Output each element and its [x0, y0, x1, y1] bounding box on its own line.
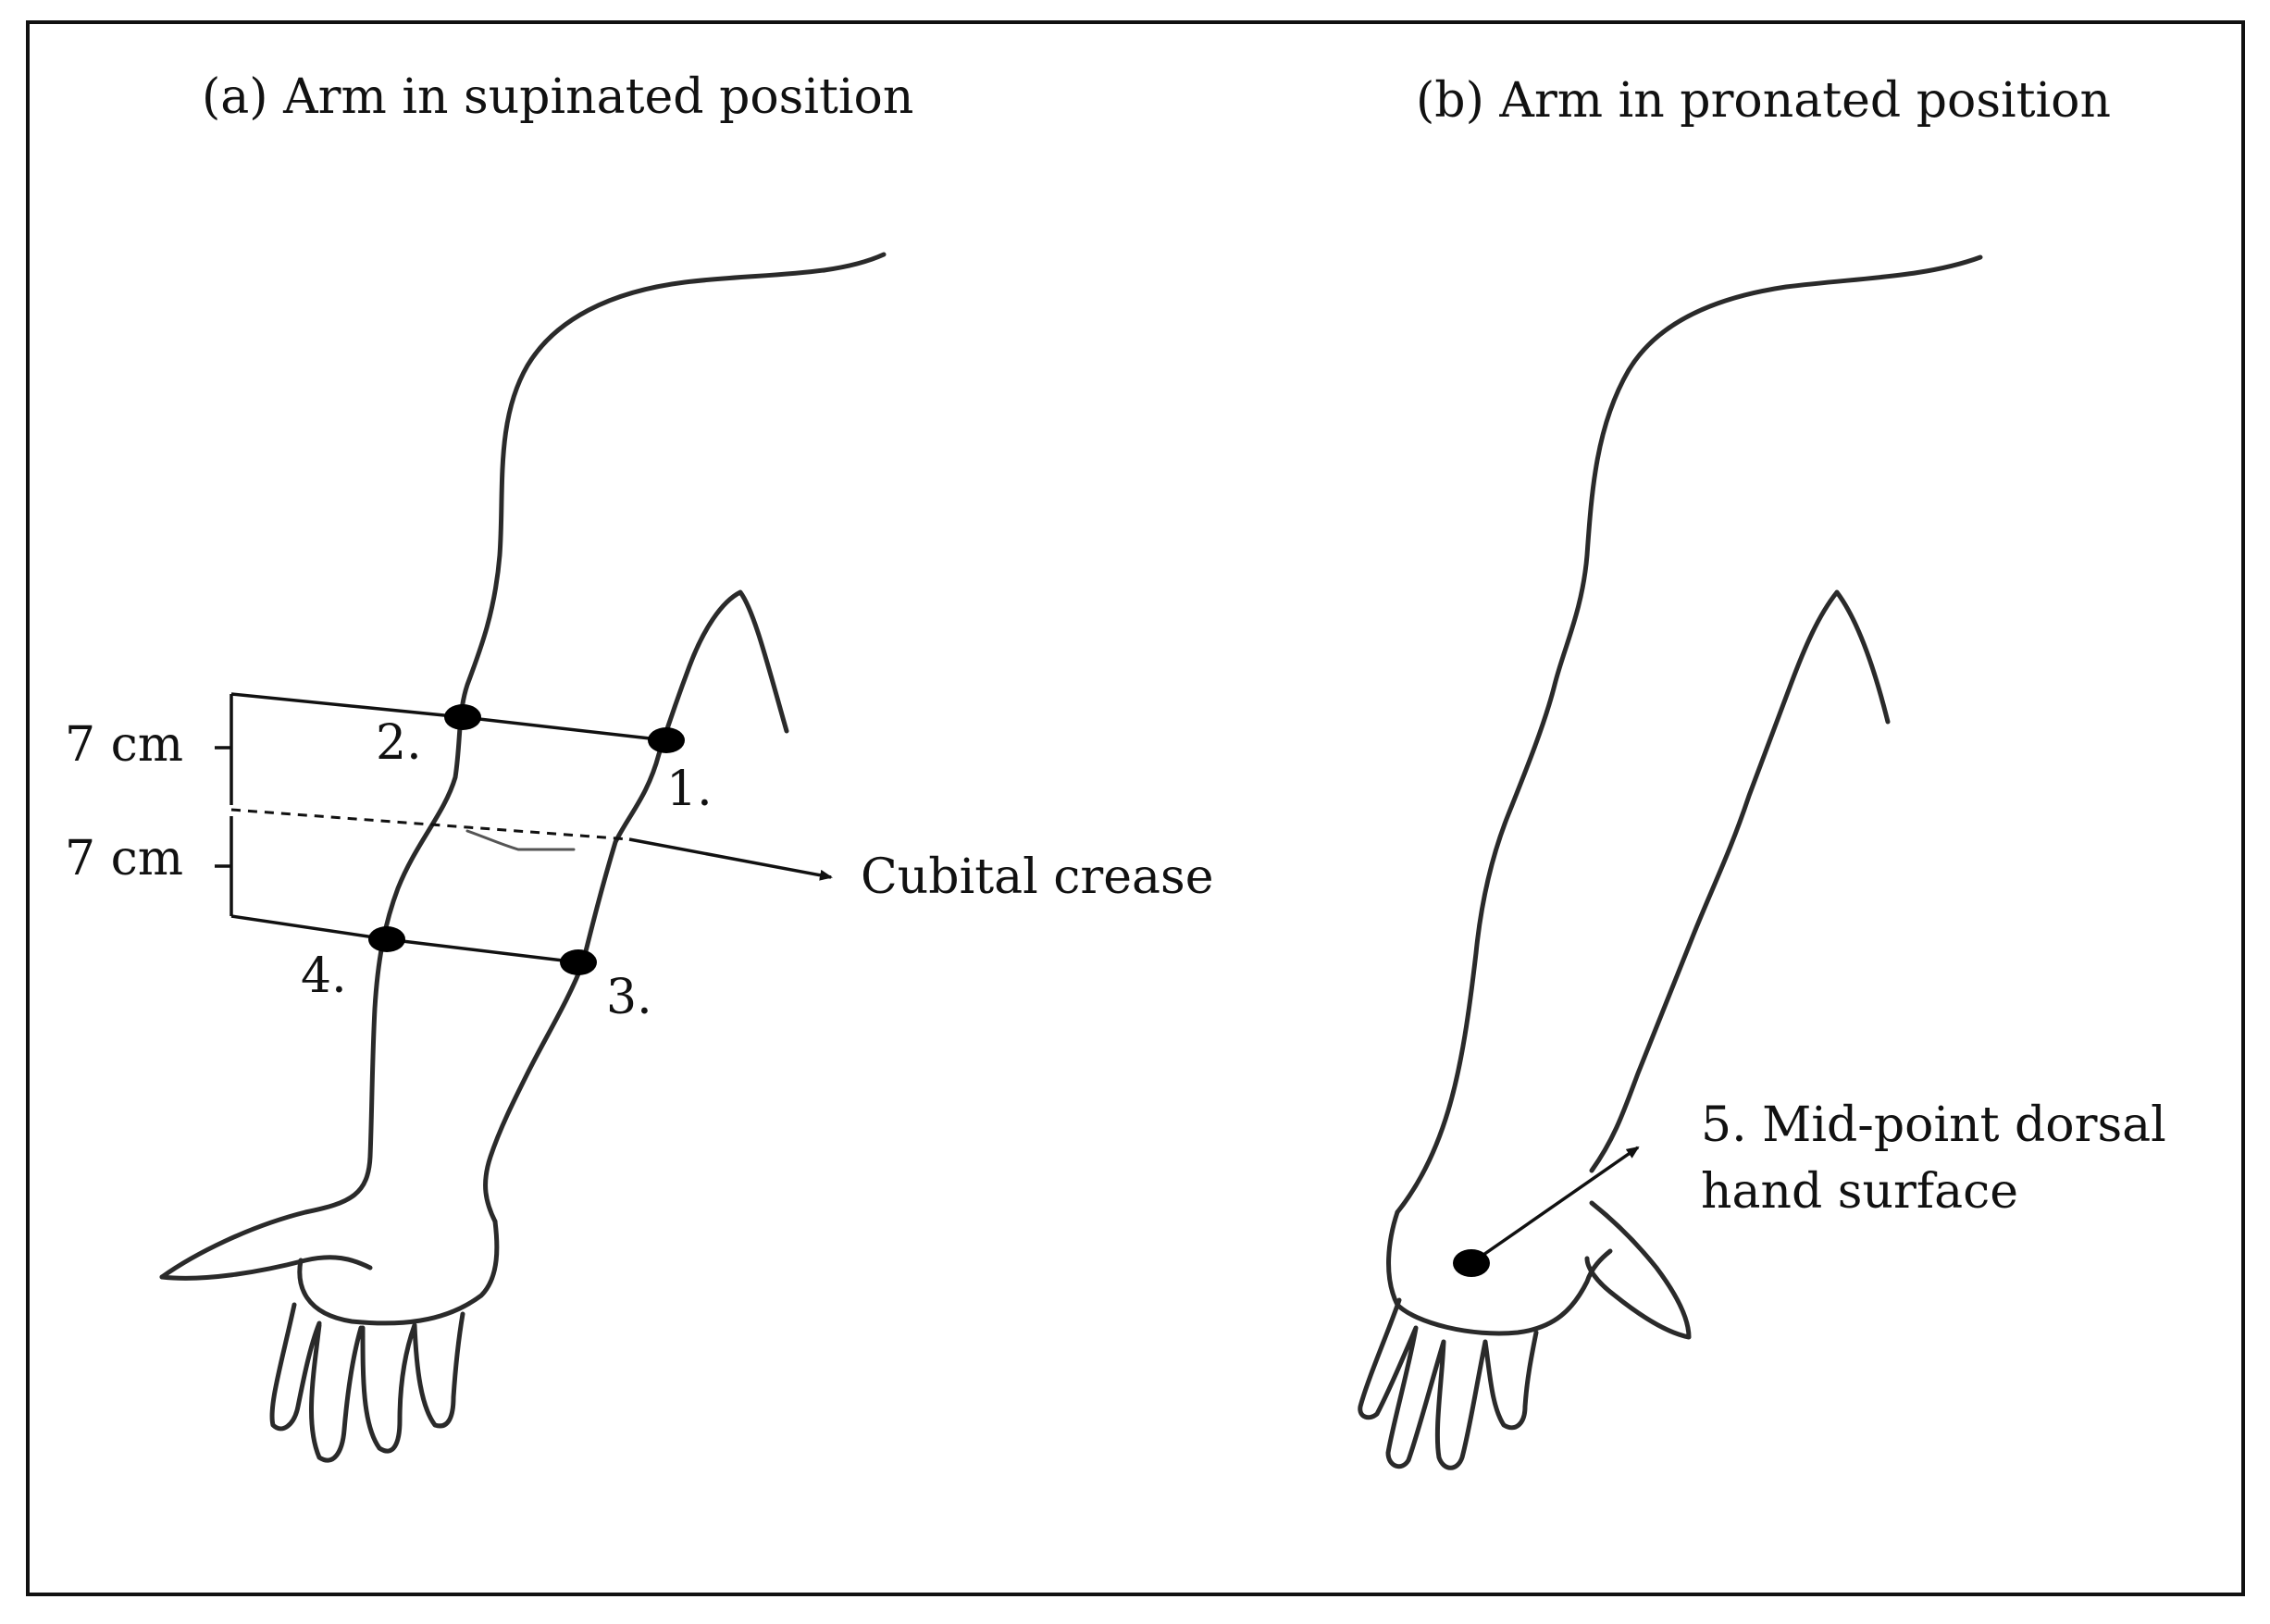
arm-a-fingers — [269, 1302, 465, 1463]
lower-bracket-bottom-line — [230, 914, 388, 941]
lower-7cm-label: 7 cm — [65, 831, 183, 886]
supinated-arm-drawing — [159, 252, 887, 1463]
lower-7cm-bracket — [215, 816, 233, 916]
panel-b: (b) Arm in pronated position 5. Mid-poin… — [1358, 73, 2166, 1470]
point-5-marker — [1453, 1249, 1490, 1277]
point-1-marker — [648, 727, 685, 753]
point-2-label: 2. — [376, 715, 422, 771]
point-5-label-line2: hand surface — [1701, 1164, 2018, 1220]
upper-bracket-top-line — [230, 692, 464, 719]
upper-measurement-line — [462, 715, 667, 742]
panel-a-title: (a) Arm in supinated position — [202, 69, 913, 125]
arm-b-thumb — [1584, 1200, 1692, 1340]
figure-frame — [26, 20, 2245, 1596]
point-3-label: 3. — [606, 970, 652, 1025]
arm-b-inner-contour — [1589, 589, 1891, 1173]
lower-measurement-line — [386, 937, 579, 964]
arm-b-fingers — [1358, 1297, 1539, 1470]
cubital-crease-mark — [465, 829, 576, 851]
point-4-marker — [368, 926, 405, 952]
point-3-marker — [560, 949, 597, 975]
point-5-arrow — [1470, 1146, 1640, 1265]
point-4-label: 4. — [301, 948, 347, 1004]
arm-a-thumb — [159, 1255, 373, 1281]
upper-7cm-label: 7 cm — [65, 717, 183, 773]
point-1-label: 1. — [666, 762, 713, 817]
panel-a: (a) Arm in supinated position 7 cm 7 cm — [65, 69, 1213, 1463]
cubital-crease-arrow — [628, 837, 833, 881]
arm-a-palm — [297, 1219, 500, 1326]
cubital-crease-label: Cubital crease — [861, 849, 1213, 905]
arm-a-inner-contour — [483, 589, 789, 1224]
arm-b-hand — [1386, 1209, 1613, 1336]
arm-b-outer-contour — [1395, 254, 1983, 1215]
point-2-marker — [444, 704, 481, 730]
upper-7cm-bracket — [215, 694, 233, 805]
panel-b-title: (b) Arm in pronated position — [1416, 73, 2111, 129]
pronated-arm-drawing — [1358, 254, 1983, 1470]
point-5-label-line1: 5. Mid-point dorsal — [1701, 1097, 2166, 1153]
arm-a-outer-contour — [159, 252, 887, 1280]
